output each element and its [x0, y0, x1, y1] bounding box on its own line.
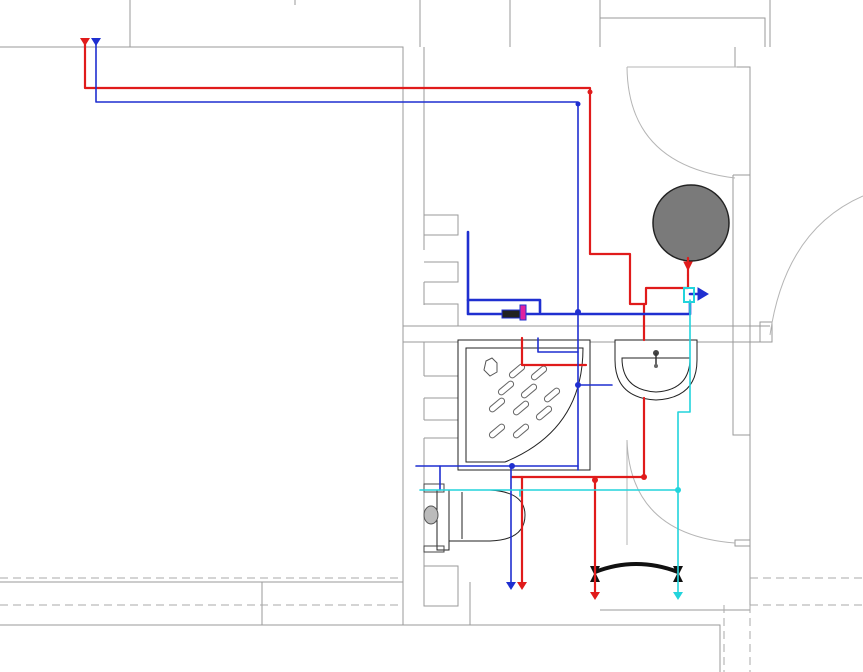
toilet-cistern-icon [436, 489, 450, 551]
sink-drain-icon [654, 364, 658, 368]
cold-check-valve-icon [519, 304, 527, 321]
toilet-icon [448, 489, 526, 542]
door-swing-bottom [626, 439, 736, 545]
cold-main-run [95, 41, 579, 313]
cold-water-pipes [95, 41, 709, 587]
top-room-outline [0, 0, 771, 302]
toilet-tank-top [423, 483, 445, 493]
boiler-tank-icon [652, 184, 730, 262]
sink-bowl [621, 357, 691, 393]
hot-main-run [83, 40, 690, 306]
return-pump-icon [683, 287, 695, 303]
hot-shower-branch [520, 336, 588, 367]
fitting-markers [80, 38, 683, 600]
sink-icon [614, 339, 698, 401]
water-heater[interactable] [652, 184, 730, 262]
dashed-vertical [723, 605, 751, 672]
cold-vertical-supply [466, 230, 542, 314]
door-swing-right [769, 195, 863, 336]
flex-hose-icon [594, 562, 679, 574]
right-wall [732, 47, 773, 610]
flexible-connector[interactable] [590, 562, 683, 582]
toilet-tank-bottom [423, 545, 445, 553]
washbasin[interactable] [614, 339, 698, 401]
return-pipes [419, 287, 695, 596]
return-from-boiler [677, 299, 691, 596]
shower-tray-icon [457, 339, 591, 471]
cold-valve-boiler [697, 287, 709, 301]
flush-button-icon [423, 505, 439, 525]
main-wall-left [0, 300, 721, 672]
door-swing-top [626, 66, 737, 179]
hot-water-pipes [83, 40, 693, 598]
shower-tray[interactable] [457, 339, 591, 471]
cold-meter-icon [501, 309, 521, 319]
lower-room-outline [261, 582, 750, 625]
toilet[interactable] [423, 483, 526, 553]
hot-valve-boiler [683, 261, 693, 272]
shower-drain-icon [483, 357, 498, 377]
cold-shower-branch [537, 337, 579, 353]
